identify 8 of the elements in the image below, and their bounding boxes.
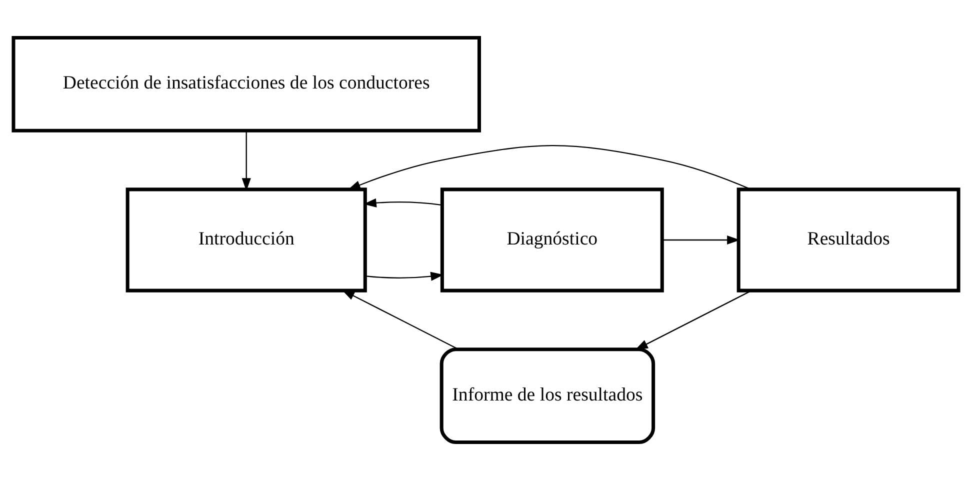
arrow: [348, 145, 752, 190]
node-box: Diagnóstico: [440, 188, 664, 292]
node-box: Informe de los resultados: [440, 348, 656, 444]
node-box: Introducción: [126, 188, 367, 292]
node-box: Resultados: [736, 188, 960, 292]
arrow: [634, 290, 752, 350]
node-box: Detección de insatisfacciones de los conductores: [12, 36, 481, 132]
arrow: [342, 290, 459, 350]
